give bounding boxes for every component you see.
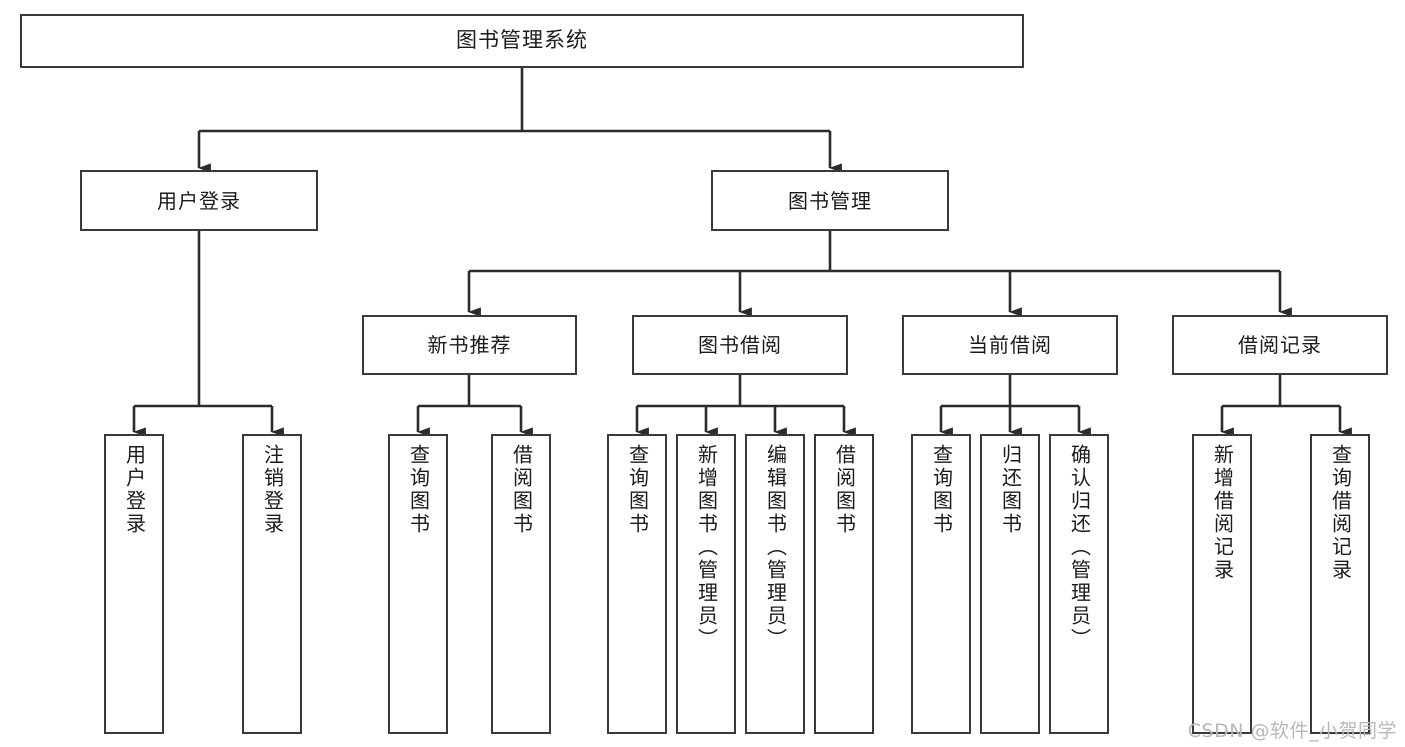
node-user-login[interactable]: 用户登录 bbox=[80, 170, 318, 231]
node-label: 查询图书 bbox=[406, 444, 431, 536]
node-label: 当前借阅 bbox=[968, 333, 1052, 357]
node-book-management[interactable]: 图书管理 bbox=[711, 170, 949, 231]
node-label: 借阅图书 bbox=[832, 444, 857, 536]
node-new-book-recommend[interactable]: 新书推荐 bbox=[362, 315, 577, 375]
node-label: 注销登录 bbox=[260, 444, 285, 536]
node-label: 查询图书 bbox=[625, 444, 650, 536]
node-leaf-confirm-return-admin[interactable]: 确认归还（管理员） bbox=[1049, 434, 1109, 734]
node-label: 确认归还（管理员） bbox=[1067, 444, 1092, 651]
node-label: 用户登录 bbox=[122, 444, 147, 536]
node-label: 图书管理系统 bbox=[456, 28, 588, 53]
node-leaf-return-book[interactable]: 归还图书 bbox=[980, 434, 1040, 734]
node-leaf-user-login[interactable]: 用户登录 bbox=[104, 434, 164, 734]
node-borrow-records[interactable]: 借阅记录 bbox=[1172, 315, 1388, 375]
node-leaf-add-book-admin[interactable]: 新增图书（管理员） bbox=[676, 434, 736, 734]
node-label: 借阅记录 bbox=[1238, 333, 1322, 357]
node-label: 查询借阅记录 bbox=[1328, 444, 1353, 582]
node-leaf-query-book-borrow[interactable]: 查询图书 bbox=[607, 434, 667, 734]
node-leaf-logout[interactable]: 注销登录 bbox=[242, 434, 302, 734]
node-label: 编辑图书（管理员） bbox=[763, 444, 788, 651]
node-label: 新增图书（管理员） bbox=[694, 444, 719, 651]
node-label: 图书管理 bbox=[788, 188, 872, 213]
node-root-system[interactable]: 图书管理系统 bbox=[20, 14, 1024, 68]
node-leaf-borrow-book[interactable]: 借阅图书 bbox=[814, 434, 874, 734]
node-label: 新增借阅记录 bbox=[1210, 444, 1235, 582]
node-current-borrow[interactable]: 当前借阅 bbox=[902, 315, 1118, 375]
csdn-watermark: CSDN @软件_小贺同学 bbox=[1187, 720, 1397, 742]
node-label: 借阅图书 bbox=[509, 444, 534, 536]
node-label: 新书推荐 bbox=[427, 333, 512, 357]
node-leaf-edit-book-admin[interactable]: 编辑图书（管理员） bbox=[745, 434, 805, 734]
node-leaf-add-borrow-record[interactable]: 新增借阅记录 bbox=[1192, 434, 1252, 734]
node-label: 归还图书 bbox=[998, 444, 1023, 536]
node-label: 查询图书 bbox=[929, 444, 954, 536]
node-leaf-query-book-current[interactable]: 查询图书 bbox=[911, 434, 971, 734]
node-leaf-query-borrow-record[interactable]: 查询借阅记录 bbox=[1310, 434, 1370, 734]
node-leaf-query-book-recommend[interactable]: 查询图书 bbox=[388, 434, 448, 734]
node-label: 用户登录 bbox=[157, 188, 241, 213]
node-label: 图书借阅 bbox=[698, 333, 782, 357]
node-leaf-borrow-book-recommend[interactable]: 借阅图书 bbox=[491, 434, 551, 734]
node-book-borrow[interactable]: 图书借阅 bbox=[632, 315, 848, 375]
